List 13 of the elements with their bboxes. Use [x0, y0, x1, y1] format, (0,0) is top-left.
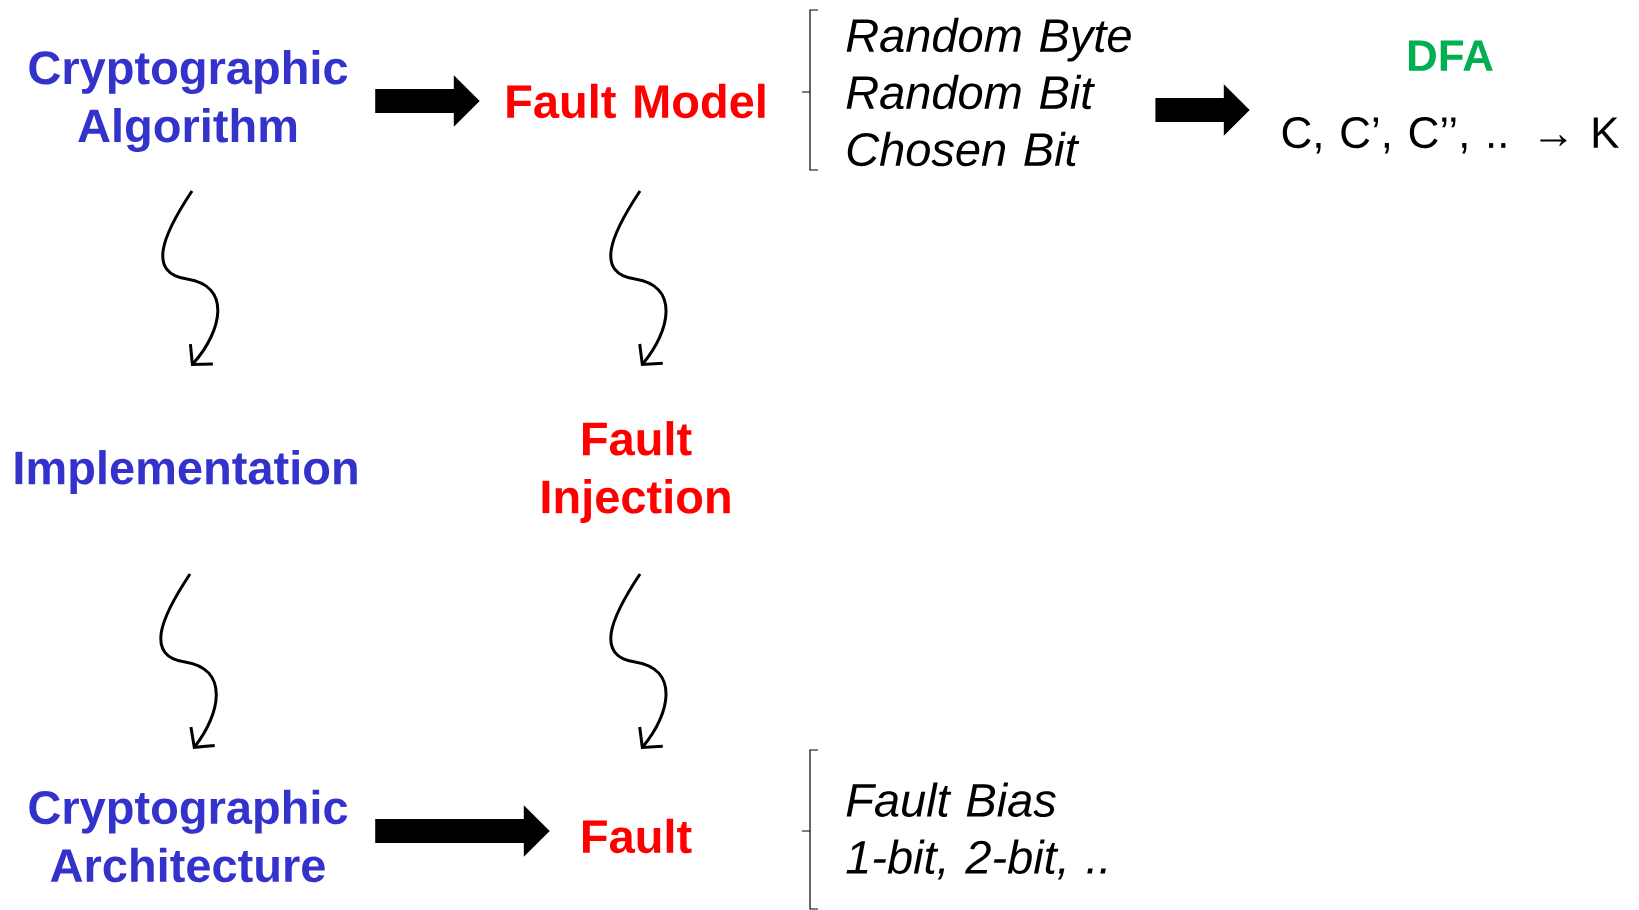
arrow [609, 573, 668, 749]
stage-label: Cryptographic Algorithm [29, 49, 348, 152]
stage-label: Fault Injection [542, 421, 730, 523]
arrow [159, 573, 218, 749]
bracketed-list: Random Byte Random Bit Chosen Bit [801, 9, 1131, 171]
arrow [609, 190, 668, 366]
stage-label: Implementation [15, 450, 357, 494]
arrow [161, 190, 220, 366]
stage-label: Fault [583, 818, 692, 854]
bracketed-list: Fault Bias 1-bit, 2-bit, .. [801, 749, 1106, 910]
result-label: DFA C, C’, C’’, .. → K [1282, 40, 1619, 154]
stage-label: Cryptographic Architecture [29, 789, 348, 883]
stage-label: Fault Model [507, 83, 765, 119]
